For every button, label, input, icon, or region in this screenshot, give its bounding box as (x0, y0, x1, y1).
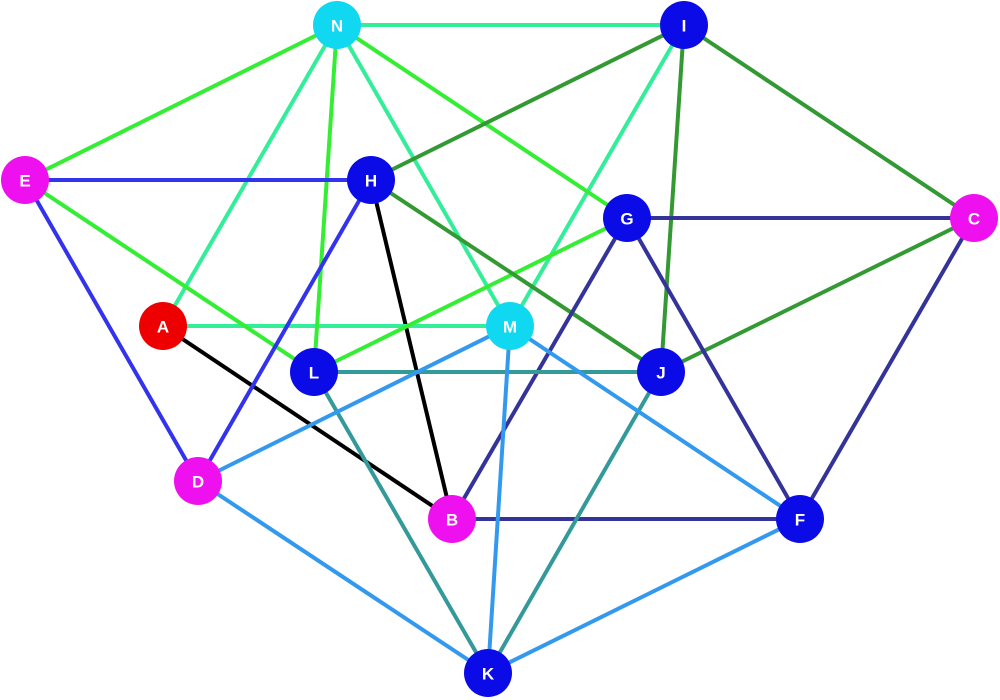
edge-g-b (450, 216, 629, 521)
node-label: D (192, 473, 204, 492)
node-label: G (620, 210, 633, 229)
edge-j-k (486, 370, 663, 675)
edge-a-b (161, 324, 454, 521)
node-circle (347, 156, 395, 204)
node-circle (776, 495, 824, 543)
edge-e-d (23, 178, 200, 483)
node-label: A (157, 318, 169, 337)
edge-h-d (196, 178, 373, 483)
node-circle (603, 194, 651, 242)
edge-g-l (312, 216, 629, 374)
node-label: N (331, 17, 343, 36)
node-i: I (660, 1, 708, 49)
node-a: A (139, 302, 187, 350)
edge-m-f (508, 324, 802, 521)
edge-m-d (196, 324, 512, 483)
node-n: N (313, 1, 361, 49)
edge-c-f (798, 216, 976, 521)
edge-i-m (508, 23, 686, 328)
node-f: F (776, 495, 824, 543)
node-k: K (464, 649, 512, 697)
node-circle (637, 348, 685, 396)
node-label: K (482, 665, 495, 684)
node-b: B (428, 495, 476, 543)
node-label: M (503, 318, 517, 337)
node-circle (428, 495, 476, 543)
edge-i-c (682, 23, 976, 220)
node-label: B (446, 511, 458, 530)
edge-m-k (486, 324, 512, 675)
node-g: G (603, 194, 651, 242)
edge-c-j (659, 216, 976, 374)
edge-h-b (369, 178, 454, 521)
node-h: H (347, 156, 395, 204)
node-circle (486, 302, 534, 350)
node-label: F (795, 511, 805, 530)
edge-i-j (659, 23, 686, 374)
edge-g-f (625, 216, 802, 521)
node-circle (1, 156, 49, 204)
edge-e-l (23, 178, 316, 374)
node-j: J (637, 348, 685, 396)
edge-a-n (161, 23, 339, 328)
node-c: C (950, 194, 998, 242)
node-label: I (682, 17, 687, 36)
edge-n-m (335, 23, 512, 328)
edge-l-k (312, 370, 490, 675)
edges-layer (23, 23, 976, 675)
node-circle (290, 348, 338, 396)
node-circle (313, 1, 361, 49)
node-circle (950, 194, 998, 242)
node-m: M (486, 302, 534, 350)
node-label: H (365, 172, 377, 191)
edge-n-e (23, 23, 339, 182)
node-circle (139, 302, 187, 350)
node-label: E (19, 172, 30, 191)
node-l: L (290, 348, 338, 396)
edge-k-f (486, 517, 802, 675)
edge-i-h (369, 23, 686, 182)
node-label: J (656, 364, 665, 383)
edge-d-k (196, 479, 490, 675)
edge-n-l (312, 23, 339, 374)
edge-h-j (369, 178, 663, 374)
node-e: E (1, 156, 49, 204)
node-d: D (174, 457, 222, 505)
node-label: C (968, 210, 980, 229)
node-label: L (309, 364, 319, 383)
node-circle (660, 1, 708, 49)
node-circle (174, 457, 222, 505)
node-circle (464, 649, 512, 697)
edge-n-g (335, 23, 629, 220)
